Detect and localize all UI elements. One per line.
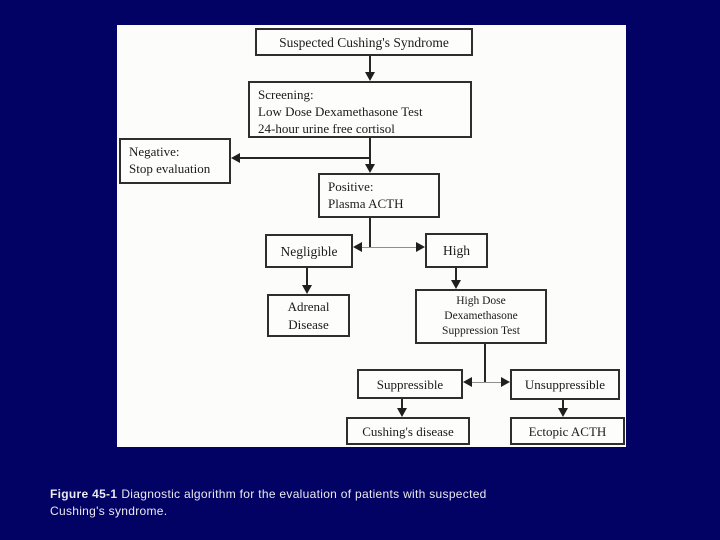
node-adrenal-line2: Disease bbox=[288, 316, 329, 332]
edge-high-highdose-arrowhead-icon bbox=[451, 280, 461, 289]
edge-negligible-adrenal-arrowhead-icon bbox=[302, 285, 312, 294]
node-positive-line1: Positive: bbox=[328, 179, 374, 194]
node-suspected-cushings-syndrome: Suspected Cushing's Syndrome bbox=[255, 28, 473, 56]
edge-screening-negative-line bbox=[240, 157, 370, 159]
edge-unsuppressible-ectopic-line bbox=[562, 400, 564, 408]
edge-unsuppressible-ectopic-arrowhead-icon bbox=[558, 408, 568, 417]
node-screening-line2: Low Dose Dexamethasone Test bbox=[258, 104, 423, 119]
node-high: High bbox=[425, 233, 488, 268]
edge-screening-positive-arrowhead-icon bbox=[365, 164, 375, 173]
edge-positive-negligible-arrowhead-icon bbox=[353, 242, 362, 252]
edge-highdose-unsuppressible-arrowhead-icon bbox=[501, 377, 510, 387]
node-negative-line1: Negative: bbox=[129, 144, 180, 159]
node-screening: Screening: Low Dose Dexamethasone Test 2… bbox=[248, 81, 472, 138]
edge-negligible-high-line bbox=[362, 247, 416, 248]
node-adrenal-disease: Adrenal Disease bbox=[267, 294, 350, 337]
edge-suppressible-unsuppressible-line bbox=[472, 382, 501, 383]
edge-screening-negative-arrowhead-icon bbox=[231, 153, 240, 163]
node-negative-line2: Stop evaluation bbox=[129, 161, 211, 176]
edge-suspected-screening-arrowhead-icon bbox=[365, 72, 375, 81]
node-screening-line3: 24-hour urine free cortisol bbox=[258, 121, 395, 136]
node-unsuppressible: Unsuppressible bbox=[510, 369, 620, 400]
edge-screening-positive-line bbox=[369, 138, 371, 164]
node-negative-stop-evaluation: Negative: Stop evaluation bbox=[119, 138, 231, 184]
node-highdose-line1: High Dose bbox=[456, 295, 506, 307]
edge-high-highdose-line bbox=[455, 268, 457, 280]
node-positive-plasma-acth: Positive: Plasma ACTH bbox=[318, 173, 440, 218]
edge-suspected-screening-line bbox=[369, 56, 371, 72]
figure-caption-text-line2: Cushing's syndrome. bbox=[50, 504, 168, 518]
edge-highdose-split-line bbox=[484, 344, 486, 382]
figure-caption-text-line1: Diagnostic algorithm for the evaluation … bbox=[121, 487, 487, 501]
node-highdose-line2: Dexamethasone bbox=[444, 310, 518, 322]
node-high-dose-dexamethasone-suppression-test: High Dose Dexamethasone Suppression Test bbox=[415, 289, 547, 344]
figure-panel: Suspected Cushing's Syndrome Screening: … bbox=[117, 25, 626, 447]
node-suppressible: Suppressible bbox=[357, 369, 463, 399]
node-positive-line2: Plasma ACTH bbox=[328, 196, 404, 211]
node-cushings-disease: Cushing's disease bbox=[346, 417, 470, 445]
node-adrenal-line1: Adrenal bbox=[287, 298, 330, 314]
edge-positive-high-arrowhead-icon bbox=[416, 242, 425, 252]
figure-caption-label: Figure 45-1 bbox=[50, 487, 118, 501]
node-negligible: Negligible bbox=[265, 234, 353, 268]
edge-positive-split-line bbox=[369, 218, 371, 247]
node-screening-line1: Screening: bbox=[258, 87, 314, 102]
node-ectopic-acth: Ectopic ACTH bbox=[510, 417, 625, 445]
edge-suppressible-cushings-line bbox=[401, 399, 403, 408]
edge-highdose-suppressible-arrowhead-icon bbox=[463, 377, 472, 387]
edge-negligible-adrenal-line bbox=[306, 268, 308, 285]
node-highdose-line3: Suppression Test bbox=[442, 325, 520, 337]
edge-suppressible-cushings-arrowhead-icon bbox=[397, 408, 407, 417]
